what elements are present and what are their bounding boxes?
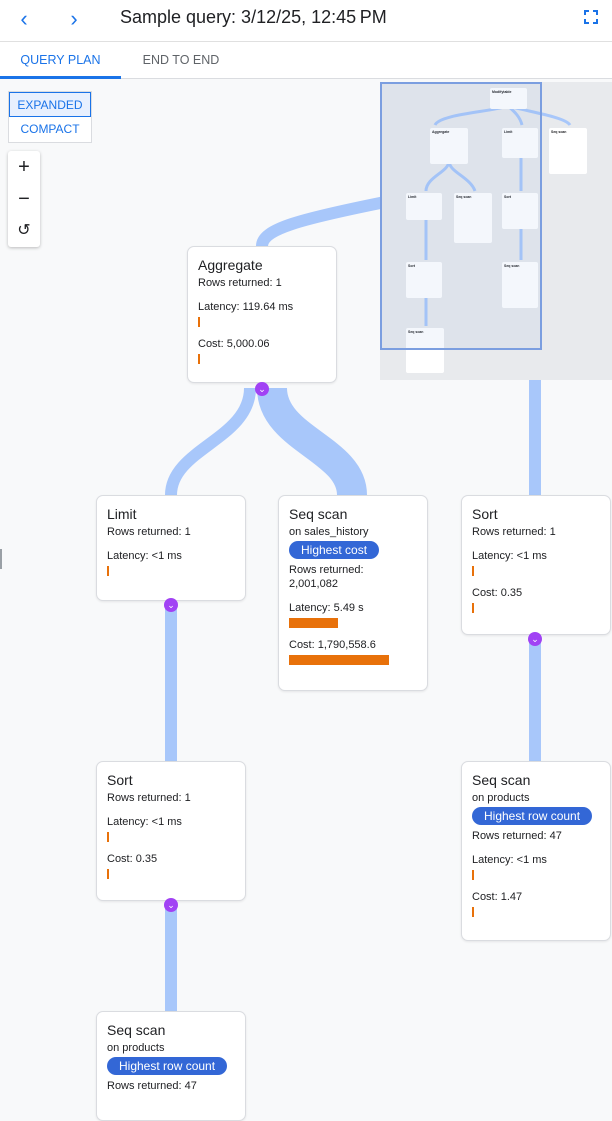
latency: Latency: <1 ms xyxy=(107,550,182,562)
chevron-right-icon[interactable]: › xyxy=(70,6,78,31)
expand-chevron-icon[interactable]: ⌄ xyxy=(528,632,542,646)
cost-bar xyxy=(472,603,474,613)
minimap-node: Seq scan xyxy=(549,128,587,174)
node-title: Sort xyxy=(472,506,498,522)
minimap-node: Limit xyxy=(406,193,442,220)
minimap-node: Sort xyxy=(502,193,538,229)
table-name: on products xyxy=(472,792,530,804)
node-sort-right[interactable]: Sort Rows returned: 1 Latency: <1 ms Cos… xyxy=(461,495,611,635)
highest-row-count-badge: Highest row count xyxy=(107,1057,228,1075)
latency: Latency: <1 ms xyxy=(472,550,547,562)
latency-bar xyxy=(198,317,200,327)
node-title: Sort xyxy=(107,772,133,788)
query-plan-canvas[interactable]: EXPANDED COMPACT + − ↺ Aggregate Rows re… xyxy=(0,79,612,1121)
rows-returned: Rows returned: 47 xyxy=(472,830,562,842)
rows-returned: Rows returned: 1 xyxy=(107,526,191,538)
cost: Cost: 0.35 xyxy=(472,587,523,599)
expand-chevron-icon[interactable]: ⌄ xyxy=(255,382,269,396)
latency-bar xyxy=(472,870,474,880)
minimap-node: Seq scan xyxy=(502,262,538,308)
rows-returned-value: 2,001,082 xyxy=(289,578,338,590)
zoom-out-button[interactable]: − xyxy=(18,188,30,210)
latency-bar xyxy=(472,566,474,576)
node-seq-scan-products-bottom[interactable]: Seq scan on products Highest row count R… xyxy=(96,1011,246,1121)
rows-returned: Rows returned: 1 xyxy=(198,277,282,289)
expanded-button[interactable]: EXPANDED xyxy=(9,92,91,117)
node-title: Seq scan xyxy=(472,772,531,788)
zoom-in-button[interactable]: + xyxy=(18,156,30,178)
node-seq-scan-sales-history[interactable]: Seq scan on sales_history Highest cost R… xyxy=(278,495,428,691)
expand-chevron-icon[interactable]: ⌄ xyxy=(164,598,178,612)
edge xyxy=(165,387,256,496)
minimap-node: Seq scan xyxy=(406,328,444,373)
resize-handle[interactable] xyxy=(0,549,2,569)
latency: Latency: <1 ms xyxy=(472,854,547,866)
tab-end-to-end[interactable]: END TO END xyxy=(142,53,220,67)
header: ‹ › Sample query: 3/12/25, 12:45 PM xyxy=(0,0,612,42)
highest-cost-badge: Highest cost xyxy=(289,541,380,559)
rows-returned: Rows returned: xyxy=(289,564,364,576)
cost: Cost: 5,000.06 xyxy=(198,338,270,350)
rows-returned: Rows returned: 1 xyxy=(472,526,556,538)
page-title: Sample query: 3/12/25, 12:45 PM xyxy=(120,7,387,27)
minimap-node: Limit xyxy=(502,128,538,158)
minimap-edges xyxy=(424,104,572,326)
minimap-node: Modifytable xyxy=(490,88,527,109)
cost: Cost: 1.47 xyxy=(472,891,523,903)
edge xyxy=(256,195,392,248)
chevron-left-icon[interactable]: ‹ xyxy=(20,6,28,31)
edge xyxy=(257,386,367,497)
node-title: Seq scan xyxy=(107,1022,166,1038)
cost: Cost: 0.35 xyxy=(107,853,158,865)
table-name: on products xyxy=(107,1042,165,1054)
highest-row-count-badge: Highest row count xyxy=(472,807,593,825)
minimap-viewport[interactable] xyxy=(380,82,542,350)
node-aggregate[interactable]: Aggregate Rows returned: 1 Latency: 119.… xyxy=(187,246,337,383)
node-limit[interactable]: Limit Rows returned: 1 Latency: <1 ms xyxy=(96,495,246,601)
compact-button[interactable]: COMPACT xyxy=(20,122,80,136)
node-seq-scan-products-right[interactable]: Seq scan on products Highest row count R… xyxy=(461,761,611,941)
latency-bar xyxy=(107,832,109,842)
cost-bar xyxy=(107,869,109,879)
reset-zoom-button[interactable]: ↺ xyxy=(17,222,31,239)
cost: Cost: 1,790,558.6 xyxy=(289,639,376,651)
cost-bar xyxy=(472,907,474,917)
rows-returned: Rows returned: 47 xyxy=(107,1080,197,1092)
cost-bar xyxy=(198,354,200,364)
table-name: on sales_history xyxy=(289,526,369,538)
expand-chevron-icon[interactable]: ⌄ xyxy=(164,898,178,912)
latency: Latency: <1 ms xyxy=(107,816,182,828)
node-sort-left[interactable]: Sort Rows returned: 1 Latency: <1 ms Cos… xyxy=(96,761,246,901)
node-title: Limit xyxy=(107,506,137,522)
node-title: Aggregate xyxy=(198,257,263,273)
latency-bar xyxy=(107,566,109,576)
minimap-node: Aggregate xyxy=(430,128,468,164)
view-mode-toggle: EXPANDED COMPACT xyxy=(8,91,92,143)
fullscreen-icon[interactable] xyxy=(584,10,598,24)
latency: Latency: 5.49 s xyxy=(289,602,364,614)
node-title: Seq scan xyxy=(289,506,348,522)
cost-bar xyxy=(289,655,389,665)
zoom-controls: + − ↺ xyxy=(8,151,40,247)
latency: Latency: 119.64 ms xyxy=(198,301,294,313)
minimap-node: Sort xyxy=(406,262,442,298)
tab-bar: QUERY PLAN END TO END xyxy=(0,42,612,79)
plan-edges xyxy=(165,195,541,1011)
rows-returned: Rows returned: 1 xyxy=(107,792,191,804)
minimap-node: Seq scan xyxy=(454,193,492,243)
tab-query-plan[interactable]: QUERY PLAN xyxy=(0,42,121,79)
latency-bar xyxy=(289,618,338,628)
